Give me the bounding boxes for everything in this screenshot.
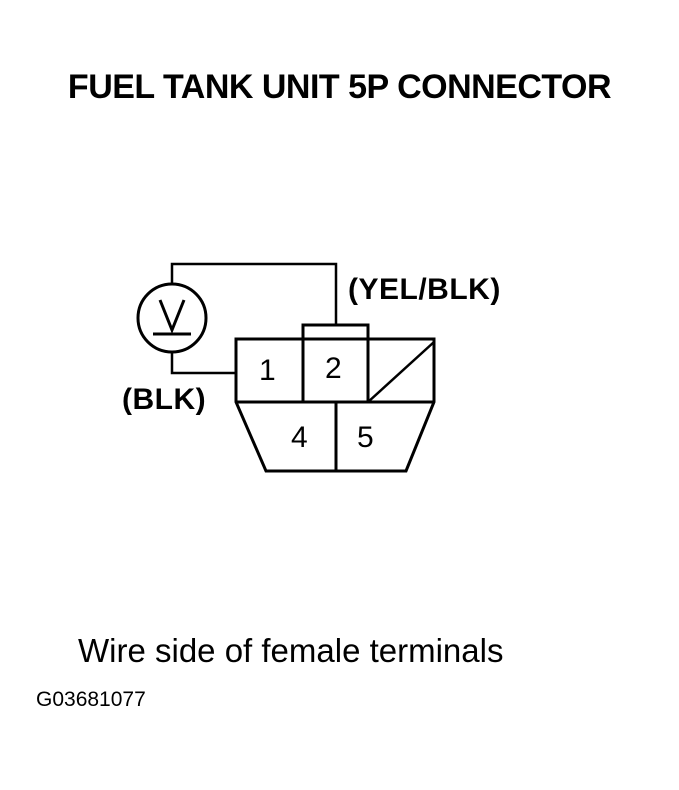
voltmeter-icon bbox=[136, 282, 208, 354]
connector-lock-tab bbox=[301, 323, 370, 341]
pin-label-1: 1 bbox=[259, 354, 276, 387]
diagram-caption: Wire side of female terminals bbox=[78, 632, 504, 669]
diagram-title: FUEL TANK UNIT 5P CONNECTOR bbox=[67, 68, 612, 106]
pin-label-5: 5 bbox=[357, 421, 374, 454]
wire-label-blk: (BLK) bbox=[122, 383, 207, 416]
wire-label-yel-blk: (YEL/BLK) bbox=[348, 273, 501, 306]
pin-label-4: 4 bbox=[291, 421, 308, 454]
figure-code: G03681077 bbox=[36, 688, 146, 711]
wire-to-pin-1 bbox=[170, 350, 236, 375]
pin-label-2: 2 bbox=[325, 352, 342, 385]
connector-body bbox=[234, 323, 436, 473]
empty-cavity-slash bbox=[367, 341, 435, 403]
